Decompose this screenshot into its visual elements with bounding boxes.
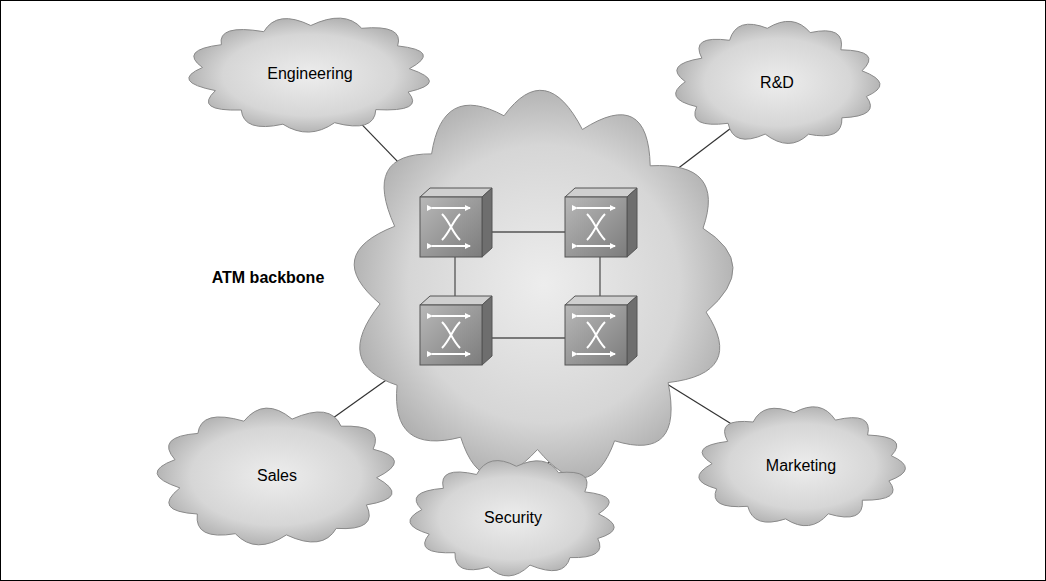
cloud-shape [699,407,906,526]
cloud-outline [345,85,737,490]
network-cloud: R&D [672,20,882,145]
cloud-shape [676,21,880,143]
atm-switch [565,188,637,257]
cloud-shape [410,461,614,576]
backbone-label: ATM backbone [212,268,325,288]
cloud-label: Marketing [766,456,836,476]
cloud-label: R&D [760,73,794,93]
text-area: R&D [704,45,851,120]
atm-switch [565,296,637,365]
text-area: Engineering [223,39,398,110]
cloud-label: Security [484,508,542,528]
cloud-label: Sales [257,466,297,486]
network-cloud: Engineering [185,15,435,133]
atm-switch [420,296,492,365]
cloud-shape [189,18,430,132]
text-area: Marketing [727,429,875,502]
cloud-shape [157,408,394,545]
cloud-label: Engineering [267,64,352,84]
network-cloud: Marketing [695,405,907,527]
text-area: Security [440,482,587,554]
text-area: ATM backbone [210,253,326,303]
atm-switch [420,188,492,257]
network-cloud: Sales [153,405,401,547]
text-area: Sales [190,433,364,518]
network-cloud: Security [408,458,618,578]
cloud-shape [354,90,733,478]
